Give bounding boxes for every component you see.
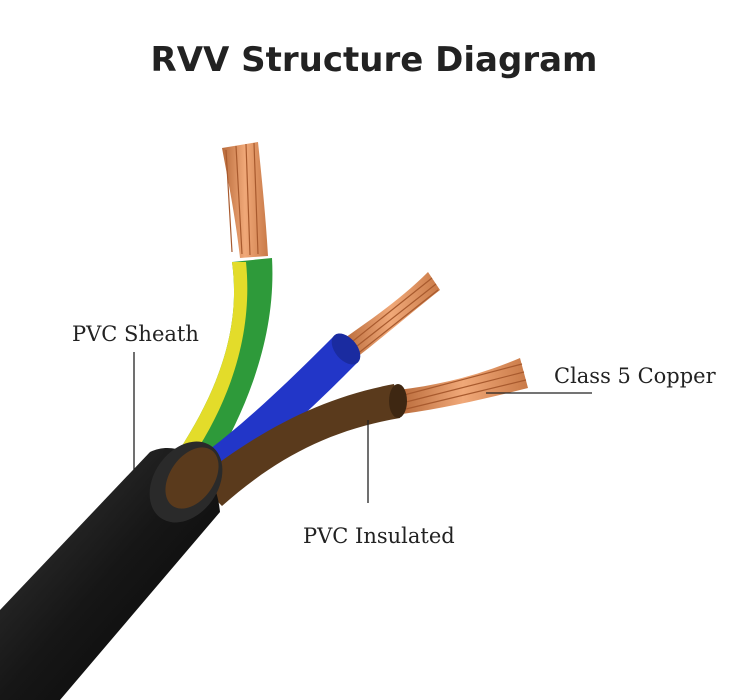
copper-strands-earth [222, 142, 268, 258]
copper-strands-brown [398, 358, 528, 414]
label-class5-copper: Class 5 Copper [554, 364, 716, 388]
diagram-title: RVV Structure Diagram [150, 40, 598, 80]
brown-core [196, 384, 400, 506]
label-pvc-insulated: PVC Insulated [303, 524, 455, 548]
earth-core-stripe [178, 262, 248, 458]
label-pvc-sheath: PVC Sheath [72, 322, 199, 346]
copper-strands-blue [342, 272, 440, 358]
blue-core [198, 336, 358, 478]
